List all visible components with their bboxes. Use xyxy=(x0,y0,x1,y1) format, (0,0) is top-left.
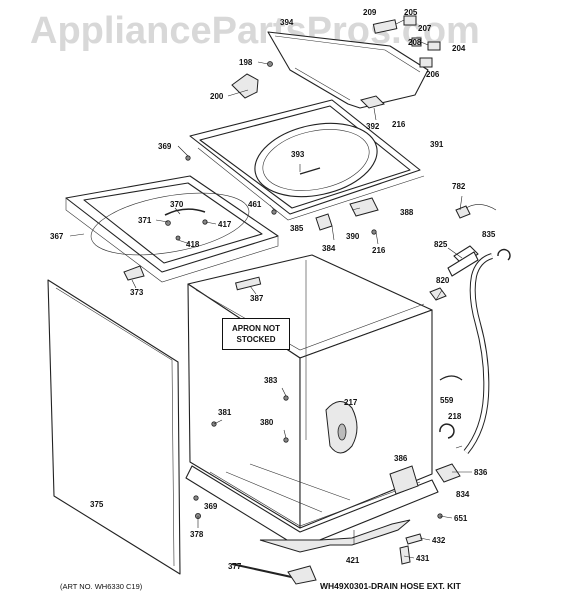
callout-393: 393 xyxy=(291,150,305,159)
callout-418: 418 xyxy=(186,240,200,249)
lid-switch-parts xyxy=(372,15,441,68)
callout-391: 391 xyxy=(430,140,444,149)
callout-378: 378 xyxy=(190,530,204,539)
lid-hinge-392 xyxy=(360,95,385,109)
callout-394: 394 xyxy=(280,18,294,27)
art-number: (ART NO. WH6330 C19) xyxy=(60,582,143,591)
apron-not-stocked-box: APRON NOT STOCKED xyxy=(222,318,290,350)
callout-216b: 216 xyxy=(372,246,386,255)
callout-385: 385 xyxy=(290,224,304,233)
callout-820: 820 xyxy=(436,276,450,285)
callout-209: 209 xyxy=(363,8,377,17)
callout-217: 217 xyxy=(344,398,358,407)
cabinet xyxy=(187,254,433,529)
callout-417: 417 xyxy=(218,220,232,229)
callout-834: 834 xyxy=(456,490,470,499)
callout-218: 218 xyxy=(448,412,462,421)
drain-hose-kit-note: WH49X0301-DRAIN HOSE EXT. KIT xyxy=(320,581,461,591)
frame-ring-367 xyxy=(65,175,279,283)
callout-370: 370 xyxy=(170,200,184,209)
screw-198 xyxy=(267,61,273,67)
callout-387: 387 xyxy=(250,294,264,303)
apron-note-line-2: STOCKED xyxy=(236,335,276,344)
callout-373: 373 xyxy=(130,288,144,297)
callout-782: 782 xyxy=(452,182,466,191)
top-cover-391 xyxy=(189,99,425,221)
callout-835: 835 xyxy=(482,230,496,239)
callout-367: 367 xyxy=(50,232,64,241)
callout-559: 559 xyxy=(440,396,454,405)
part-387 xyxy=(235,276,262,291)
callout-205: 205 xyxy=(404,8,418,17)
callout-431: 431 xyxy=(416,554,430,563)
callout-432: 432 xyxy=(432,536,446,545)
callout-380: 380 xyxy=(260,418,274,427)
callout-369b: 369 xyxy=(204,502,218,511)
leader-lines xyxy=(69,61,472,559)
callout-383: 383 xyxy=(264,376,278,385)
callout-208: 208 xyxy=(408,38,422,47)
apron-note-line-1: APRON NOT xyxy=(232,324,280,333)
callout-384: 384 xyxy=(322,244,336,253)
callout-651: 651 xyxy=(454,514,468,523)
hinge-200 xyxy=(231,73,259,99)
callout-369a: 369 xyxy=(158,142,172,151)
callout-216a: 216 xyxy=(392,120,406,129)
callout-371: 371 xyxy=(138,216,152,225)
callout-204: 204 xyxy=(452,44,466,53)
callout-198: 198 xyxy=(239,58,253,67)
callout-461: 461 xyxy=(248,200,262,209)
callout-421: 421 xyxy=(346,556,360,565)
callout-836: 836 xyxy=(474,468,488,477)
callout-825: 825 xyxy=(434,240,448,249)
callout-200: 200 xyxy=(210,92,224,101)
callout-207: 207 xyxy=(418,24,432,33)
drain-hose-825 xyxy=(447,245,493,454)
top-lid-394 xyxy=(267,31,429,109)
callout-390: 390 xyxy=(346,232,360,241)
callout-392: 392 xyxy=(366,122,380,131)
side-panel-375 xyxy=(47,279,181,575)
callout-388: 388 xyxy=(400,208,414,217)
callout-206: 206 xyxy=(426,70,440,79)
callout-375: 375 xyxy=(90,500,104,509)
callout-381: 381 xyxy=(218,408,232,417)
callout-386: 386 xyxy=(394,454,408,463)
base-frame-421 xyxy=(185,463,439,553)
callout-377: 377 xyxy=(228,562,242,571)
